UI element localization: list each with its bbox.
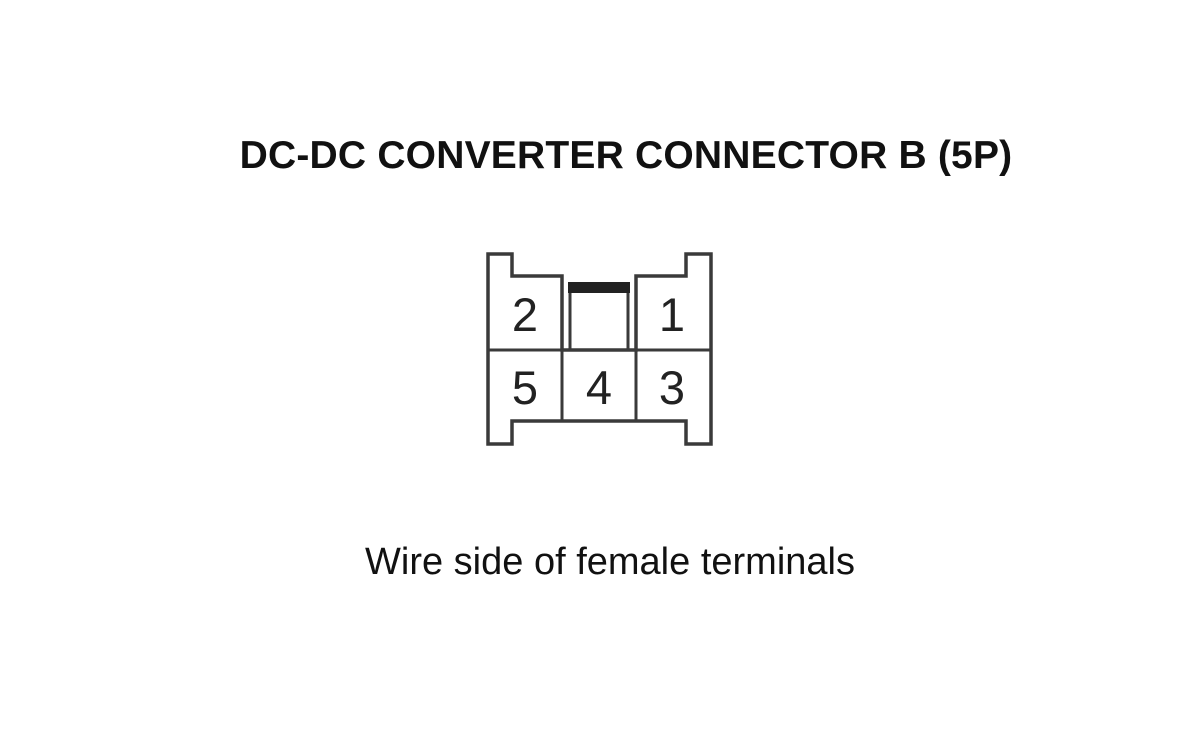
pin-label: 5 <box>512 361 538 414</box>
connector-housing-outline <box>486 252 713 446</box>
locking-tab <box>568 282 630 293</box>
pin-label: 3 <box>659 361 685 414</box>
pin-label: 1 <box>659 288 685 341</box>
page-title: DC-DC CONVERTER CONNECTOR B (5P) <box>239 134 1013 177</box>
pin-label: 2 <box>512 288 538 341</box>
diagram-caption: Wire side of female terminals <box>365 541 855 583</box>
pin-label: 4 <box>586 361 612 414</box>
